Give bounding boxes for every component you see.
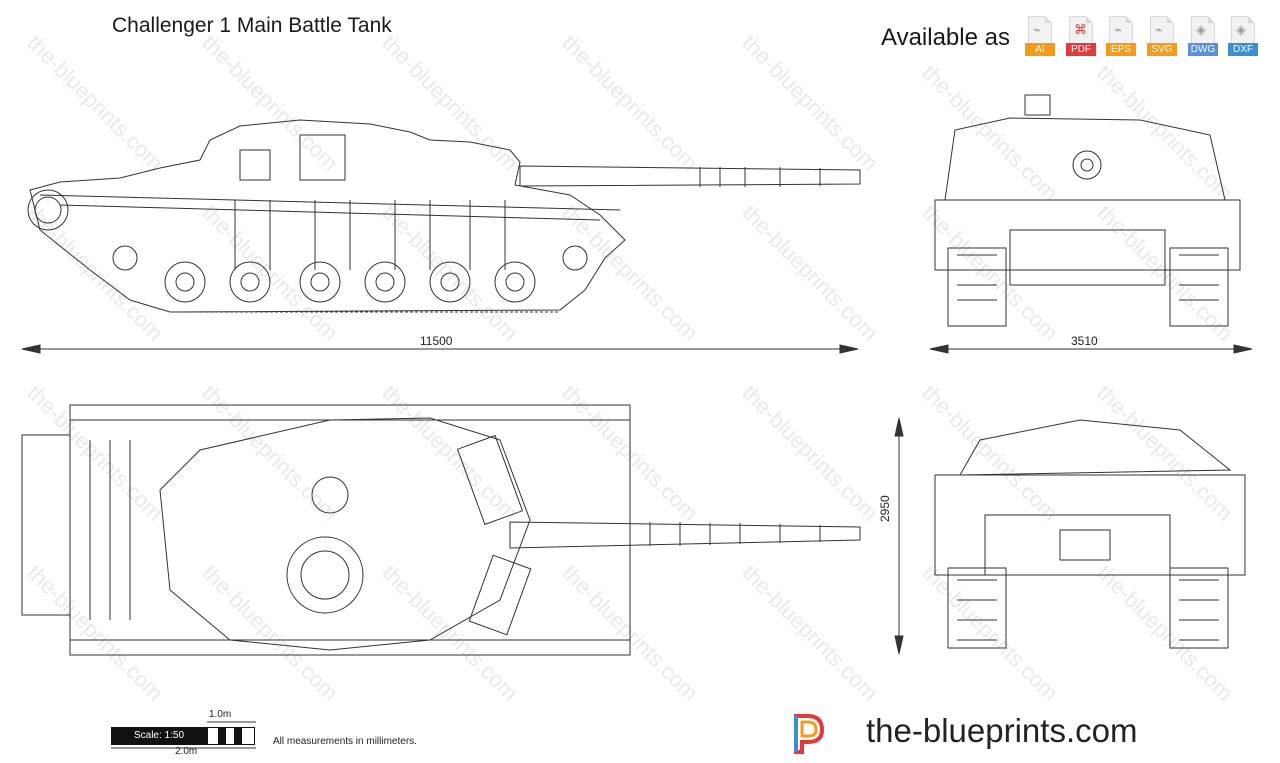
height-dimension-line (894, 417, 904, 655)
file-icon (1191, 16, 1215, 46)
brand-name[interactable]: the-blueprints.com (866, 712, 1138, 749)
format-label: EPS (1106, 43, 1136, 56)
acrobat-icon: ⌘ (1074, 22, 1087, 37)
vector-icon: ⌁ (1114, 22, 1122, 37)
pdf-format-button[interactable]: ⌘ PDF (1066, 16, 1096, 58)
length-dimension-line (21, 344, 859, 354)
scale-two-meter-label: 2.0m (175, 746, 198, 757)
cad-icon: ◈ (1236, 22, 1246, 37)
width-dimension-line (929, 344, 1253, 354)
eps-format-button[interactable]: ⌁ EPS (1106, 16, 1136, 58)
width-dimension-label: 3510 (1071, 334, 1098, 348)
side-view (27, 119, 861, 313)
length-dimension-label: 11500 (420, 334, 453, 348)
format-label: SVG (1147, 43, 1177, 56)
available-as-label: Available as (881, 24, 1010, 51)
vector-icon: ⌁ (1033, 22, 1041, 37)
file-icon (1069, 16, 1093, 46)
cad-icon: ◈ (1196, 22, 1206, 37)
scale-stripes (207, 727, 255, 745)
file-icon (1028, 16, 1052, 46)
ai-format-button[interactable]: ⌁ AI (1025, 16, 1055, 58)
scale-bar: Scale: 1:50 (111, 727, 256, 745)
vector-icon: ⌁ (1155, 22, 1163, 37)
format-label: AI (1025, 43, 1055, 56)
dxf-format-button[interactable]: ◈ DXF (1228, 16, 1258, 58)
format-label: DXF (1228, 43, 1258, 56)
format-label: DWG (1188, 43, 1218, 56)
file-icon (1150, 16, 1174, 46)
page-title: Challenger 1 Main Battle Tank (112, 14, 392, 37)
brand-logo-icon (794, 714, 825, 754)
svg-format-button[interactable]: ⌁ SVG (1147, 16, 1177, 58)
front-view (934, 94, 1241, 327)
scale-ratio-label: Scale: 1:50 (111, 727, 207, 745)
scale-one-meter-label: 1.0m (209, 709, 232, 720)
height-dimension-label: 2950 (878, 495, 892, 522)
dwg-format-button[interactable]: ◈ DWG (1188, 16, 1218, 58)
top-view (21, 404, 861, 656)
format-label: PDF (1066, 43, 1096, 56)
rear-view (934, 419, 1246, 649)
scale-bar-lines (111, 721, 256, 749)
measurement-note: All measurements in millimeters. (273, 736, 417, 747)
